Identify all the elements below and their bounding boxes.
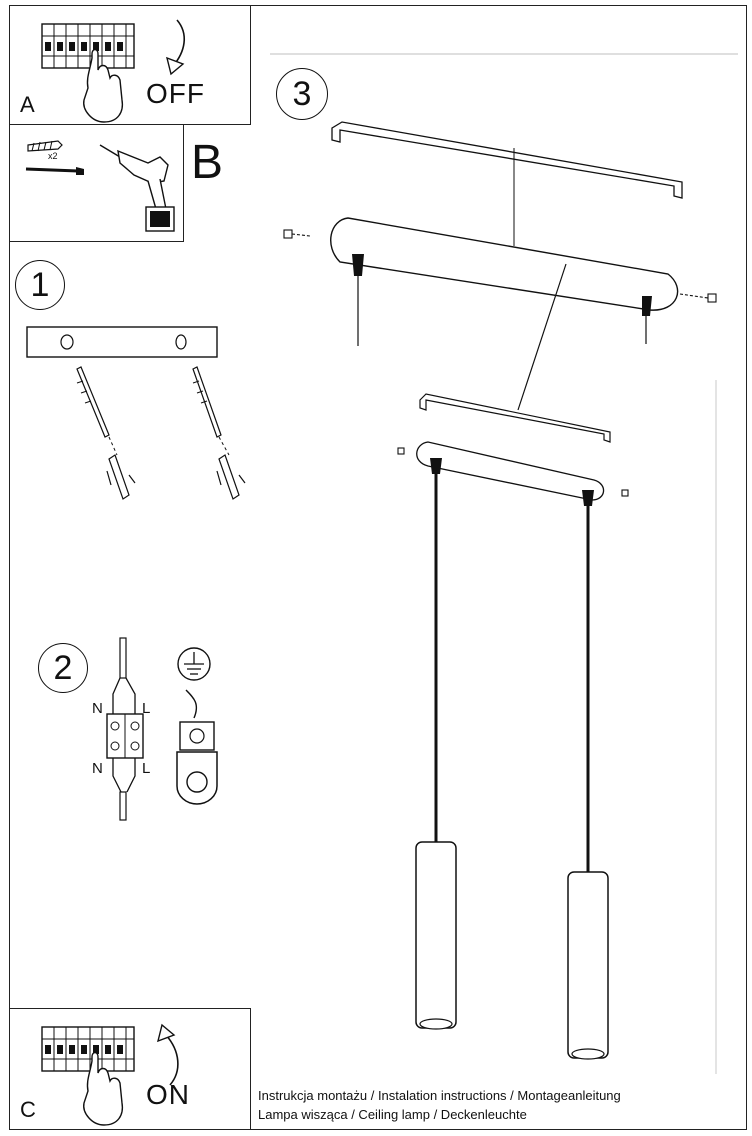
panel-b-tools: x2 B xyxy=(9,124,223,242)
live-top-label: L xyxy=(142,700,151,717)
quantity-label: x2 xyxy=(48,151,58,161)
step-1-badge: 1 xyxy=(15,260,65,310)
breaker-panel-on-icon xyxy=(41,1026,135,1126)
ground-terminal-diagram xyxy=(176,647,218,805)
panel-b-letter: B xyxy=(191,136,224,189)
step-2-badge: 2 xyxy=(38,643,88,693)
panel-c-letter: C xyxy=(20,1097,36,1122)
breaker-panel-icon xyxy=(41,23,135,123)
wall-plug-and-screw-icon xyxy=(25,140,84,175)
page-frame xyxy=(9,5,747,1130)
instructions-title: Instrukcja montażu / Instalation instruc… xyxy=(258,1088,621,1103)
step-3-ceiling-lamp-assembly xyxy=(270,53,738,1074)
panel-c-power-on: C ON xyxy=(9,1008,251,1130)
neutral-bottom-label: N xyxy=(92,760,103,777)
rotate-on-arrow-icon xyxy=(156,1023,179,1086)
on-label: ON xyxy=(146,1079,190,1110)
step-3-badge: 3 xyxy=(276,68,328,120)
terminal-block-diagram xyxy=(106,637,144,821)
rotate-off-arrow-icon xyxy=(165,19,185,76)
panel-a-power-off: A OFF xyxy=(9,5,251,125)
product-type-title: Lampa wisząca / Ceiling lamp / Deckenleu… xyxy=(258,1107,527,1122)
drill-icon xyxy=(99,144,175,232)
live-bottom-label: L xyxy=(142,760,151,777)
step-1-mounting-diagram xyxy=(26,326,246,500)
panel-a-letter: A xyxy=(20,92,35,117)
neutral-top-label: N xyxy=(92,700,103,717)
off-label: OFF xyxy=(146,78,205,109)
